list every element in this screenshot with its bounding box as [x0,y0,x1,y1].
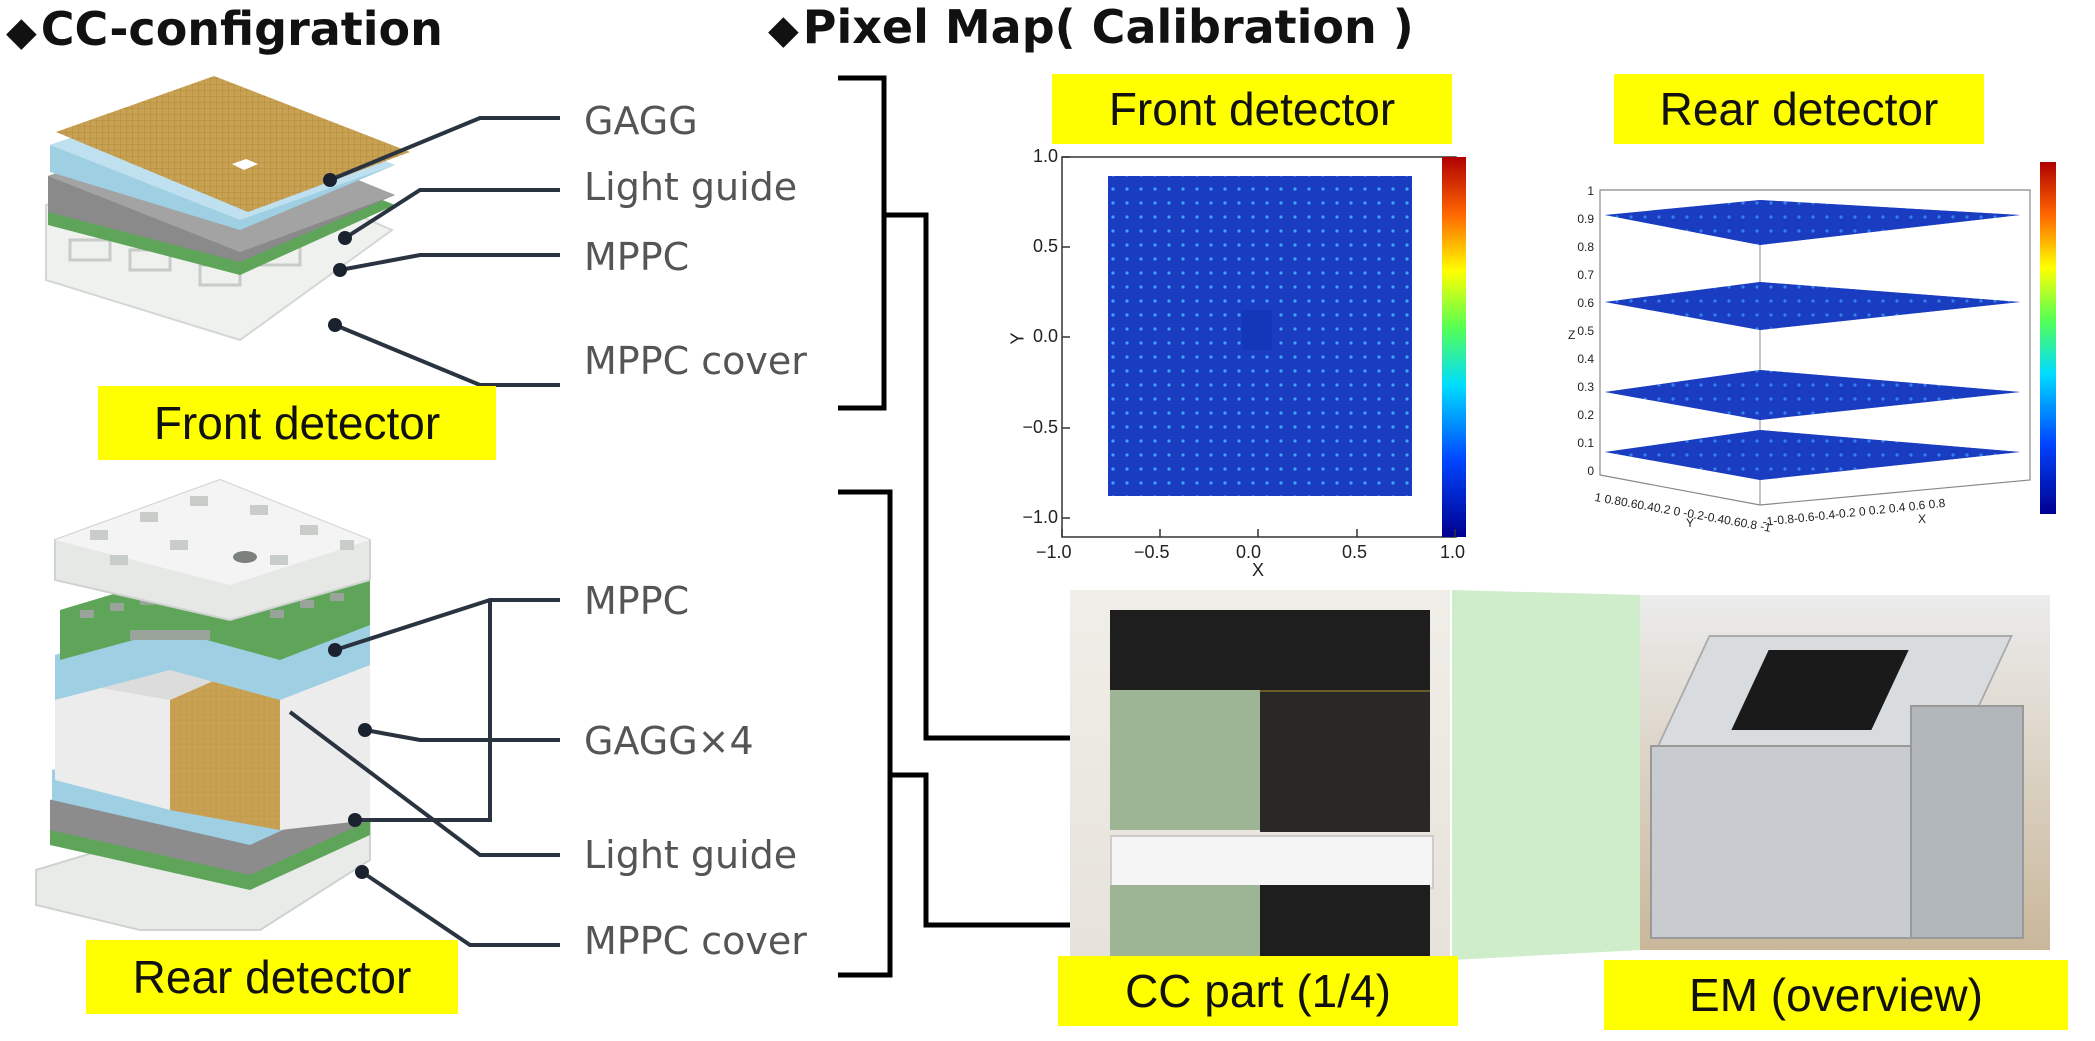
pixel-front-detector-label: Front detector [1052,74,1452,144]
cc-part-dark-crystal [1260,690,1430,832]
y-tick: 1.0 [1032,146,1058,166]
rear-detector-label: Rear detector [86,940,458,1014]
em-box-front [1650,745,1914,939]
front-gagg-label: GAGG [584,99,698,143]
em-box-side [1910,705,2024,939]
pixel-map-title: Pixel Map( Calibration ) [802,0,1414,54]
z-tick: 0.6 [1577,296,1594,310]
front-gagg-hole [232,159,258,170]
rear-detector-stack [35,478,371,931]
x-tick: −1.0 [1036,542,1072,562]
black-diamond-icon: ◆ [6,9,37,55]
front-plot-xlabel: X [1252,560,1265,580]
cc-part-white-frame [1110,835,1434,889]
front-mppc-cover-label: MPPC cover [584,339,807,383]
rear-mppc-cover-label: MPPC cover [584,919,807,963]
front-pixel-map-plot [1061,156,1466,538]
x-tick: 0.0 [1236,542,1262,562]
pixel-map-heading: ◆Pixel Map( Calibration ) [768,4,1414,50]
rear-light-guide-label: Light guide [584,833,798,877]
z-tick: 0.9 [1577,212,1594,226]
x-tick: 1.0 [1440,542,1466,562]
z-tick: 0.1 [1577,436,1594,450]
z-tick: 0.8 [1577,240,1594,254]
front-leader-dots [323,173,352,332]
rear-layer-slabs [1605,200,2020,480]
rear-leader-lines [288,598,560,947]
rear-plot-z-ticks: 1 0.9 0.8 0.7 0.6 0.5 0.4 0.3 0.2 0.1 0 [1560,184,1594,484]
z-tick: 0 [1587,464,1594,478]
z-tick: 0.5 [1577,324,1594,338]
cc-part-photo [1070,590,1450,975]
front-plot-x-ticks: −1.0 −0.5 0.0 0.5 1.0 [1036,542,1496,566]
em-overview-photo [1640,595,2050,950]
z-tick: 0.4 [1577,352,1594,366]
x-tick: −0.5 [1134,542,1170,562]
front-color-bar [1442,157,1466,537]
front-light-guide-label: Light guide [584,165,798,209]
black-diamond-icon: ◆ [768,7,799,53]
front-plot-ylabel: Y [1007,332,1028,345]
z-tick: 1 [1587,184,1594,198]
y-tick: 0.5 [1032,236,1058,256]
front-plot-y-ticks: 1.0 0.5 0.0 −0.5 −1.0 [1018,146,1058,546]
cc-part-green-crystal [1110,690,1260,830]
front-gagg-layer [56,76,410,212]
rear-color-bar [2040,162,2056,514]
front-detector-label: Front detector [98,386,496,460]
rear-plot-ylabel: Y [1686,516,1695,530]
z-tick: 0.3 [1577,380,1594,394]
rear-leader-dots [328,643,372,879]
cc-part-label: CC part (1/4) [1058,956,1458,1026]
pixel-rear-detector-label: Rear detector [1614,74,1984,144]
rear-mppc-label: MPPC [584,579,690,623]
front-mppc-label: MPPC [584,235,690,279]
cc-config-title: CC-configration [40,2,443,56]
rear-gagg-label: GAGG×4 [584,719,754,763]
em-overview-label: EM (overview) [1604,960,2068,1030]
rear-plot-zlabel: Z [1568,328,1576,342]
y-tick: 0.0 [1032,326,1058,346]
y-tick: −0.5 [1022,417,1058,437]
front-leader-lines [329,116,560,387]
front-detector-stack [45,76,410,342]
bracket-lines [838,75,1170,978]
x-tick: 0.5 [1342,542,1368,562]
z-tick: 0.2 [1577,408,1594,422]
rear-pixel-map-plot [1599,162,2056,514]
y-tick: −1.0 [1022,507,1058,527]
z-tick: 0.7 [1577,268,1594,282]
rear-plot-xlabel: X [1918,512,1927,526]
cc-config-heading: ◆CC-configration [6,6,443,52]
